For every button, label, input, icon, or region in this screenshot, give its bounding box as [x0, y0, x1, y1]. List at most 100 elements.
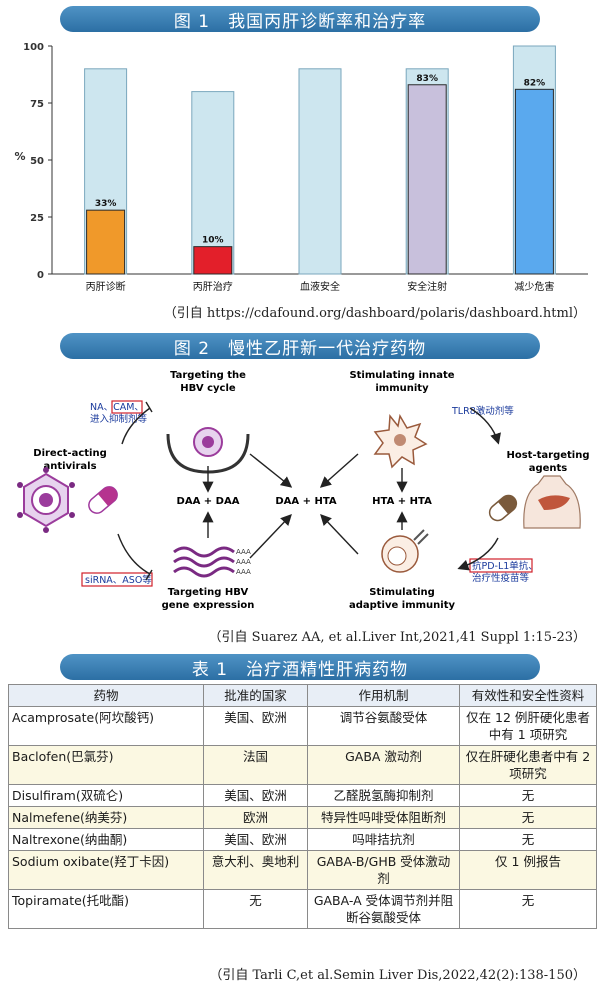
label-na-cam: NA、CAM、: [90, 402, 144, 413]
rna-waves-icon: [173, 546, 235, 578]
y-tick-label: 50: [30, 156, 44, 167]
cell-drug: Nalmefene(纳美芬): [8, 806, 204, 829]
svg-text:AAA: AAA: [236, 568, 251, 576]
figure2-banner: 图 2 慢性乙肝新一代治疗药物: [60, 333, 540, 359]
sirna-highlight: [81, 572, 153, 587]
actual-bar: [86, 209, 126, 275]
label-innate-1: Stimulating innate: [349, 370, 454, 381]
y-axis-label: %: [14, 150, 25, 163]
cell-evidence: 仅在 12 例肝硬化患者中有 1 项研究: [459, 706, 597, 746]
figure1-bar-chart: 0 25 50 75 100% 33% 丙肝诊断 10% 丙肝治疗 血液安全 83% 安全注射 82%…: [14, 42, 588, 293]
pill-icon: [88, 486, 118, 514]
liver-body-icon: [523, 475, 581, 529]
pill-icon-right: [488, 494, 518, 522]
cell-country: 美国、欧洲: [203, 828, 308, 851]
label-vaccine: 治疗性疫苗等: [472, 572, 530, 584]
target-bar: [298, 68, 342, 275]
label-targeting-expr-2: gene expression: [162, 600, 255, 611]
table-row: Acamprosate(阿坎酸钙) 美国、欧洲 调节谷氨酸受体 仅在 12 例肝…: [8, 706, 597, 746]
target-bar: [191, 91, 235, 275]
y-tick-label: 75: [30, 99, 44, 110]
label-direct-acting-1: Direct-acting: [33, 448, 106, 459]
header-drug: 药物: [8, 684, 204, 707]
drug-table: 药物 批准的国家 作用机制 有效性和安全性资料 Acamprosate(阿坎酸钙…: [8, 684, 597, 929]
table-row: Sodium oxibate(羟丁卡因) 意大利、奥地利 GABA-B/GHB …: [8, 850, 597, 890]
data-label: 33%: [95, 199, 117, 209]
category-label: 减少危害: [514, 280, 554, 293]
header-country: 批准的国家: [203, 684, 308, 707]
label-host-2: agents: [529, 463, 568, 474]
cell-evidence: 仅 1 例报告: [459, 850, 597, 890]
cell-country: 法国: [203, 745, 308, 785]
cell-mechanism: 调节谷氨酸受体: [307, 706, 460, 746]
table-row: Nalmefene(纳美芬) 欧洲 特异性吗啡受体阻断剂 无: [8, 806, 597, 829]
y-tick-label: 100: [23, 42, 44, 53]
cell-drug: Naltrexone(纳曲酮): [8, 828, 204, 851]
table1-banner: 表 1 治疗酒精性肝病药物: [60, 654, 540, 680]
cell-country: 欧洲: [203, 806, 308, 829]
actual-bar: [407, 84, 447, 275]
cam-highlight: [111, 400, 143, 414]
adaptive-cell-icon: [381, 529, 429, 573]
y-tick-label: 0: [37, 270, 44, 281]
label-host-1: Host-targeting: [506, 450, 589, 461]
label-daa: DAA + DAA: [177, 496, 240, 507]
category-label: 血液安全: [300, 280, 340, 293]
figure1-banner: 图 1 我国丙肝诊断率和治疗率: [60, 6, 540, 32]
cell-mechanism: 特异性吗啡受体阻断剂: [307, 806, 460, 829]
actual-bar: [193, 246, 233, 275]
label-targeting-cycle-2: HBV cycle: [180, 383, 236, 394]
cell-mechanism: GABA 激动剂: [307, 745, 460, 785]
data-label: 10%: [202, 236, 224, 246]
figure1-citation: （引自 https://cdafound.org/dashboard/polar…: [163, 306, 586, 321]
label-targeting-expr-1: Targeting HBV: [168, 587, 249, 598]
cell-mechanism: 吗啡拮抗剂: [307, 828, 460, 851]
table-row: Topiramate(托吡酯) 无 GABA-A 受体调节剂并阻断谷氨酸受体 无: [8, 889, 597, 929]
table-header-row: 药物 批准的国家 作用机制 有效性和安全性资料: [8, 684, 597, 707]
cell-evidence: 无: [459, 784, 597, 807]
label-sirna: siRNA、ASO等: [85, 574, 152, 586]
cell-country: 美国、欧洲: [203, 784, 308, 807]
cell-drug: Acamprosate(阿坎酸钙): [8, 706, 204, 746]
cell-evidence: 无: [459, 889, 597, 929]
table-row: Naltrexone(纳曲酮) 美国、欧洲 吗啡拮抗剂 无: [8, 828, 597, 851]
cell-drug: Baclofen(巴氯芬): [8, 745, 204, 785]
category-label: 丙肝诊断: [86, 280, 126, 293]
data-label: 83%: [416, 74, 438, 84]
cell-drug: Disulfiram(双硫仑): [8, 784, 204, 807]
category-label: 安全注射: [407, 280, 447, 293]
inhibit-bars: [145, 401, 153, 581]
figure2-citation: （引自 Suarez AA, et al.Liver Int,2021,41 S…: [208, 630, 586, 645]
label-pdl1: 抗PD-L1单抗、: [472, 560, 538, 572]
cell-mechanism: 乙醛脱氢酶抑制剂: [307, 784, 460, 807]
label-tlr: TLR8激动剂等: [451, 405, 514, 417]
cell-country: 美国、欧洲: [203, 706, 308, 746]
figure2-diagram: Targeting the HBV cycle NA、CAM、 进入抑制剂等 D…: [17, 370, 590, 611]
cell-evidence: 无: [459, 828, 597, 851]
cell-evidence: 仅在肝硬化患者中有 2 项研究: [459, 745, 597, 785]
label-adaptive-1: Stimulating: [369, 587, 435, 598]
svg-text:AAA: AAA: [236, 548, 251, 556]
cell-mechanism: GABA-B/GHB 受体激动剂: [307, 850, 460, 890]
cell-evidence: 无: [459, 806, 597, 829]
cell-mechanism: GABA-A 受体调节剂并阻断谷氨酸受体: [307, 889, 460, 929]
table-row: Disulfiram(双硫仑) 美国、欧洲 乙醛脱氢酶抑制剂 无: [8, 784, 597, 807]
cell-country: 无: [203, 889, 308, 929]
virus-icon: [17, 467, 75, 533]
label-innate-2: immunity: [375, 383, 429, 394]
label-direct-acting-2: antivirals: [43, 461, 96, 472]
label-adaptive-2: adaptive immunity: [349, 600, 456, 611]
hbv-cycle-icon: [166, 427, 250, 474]
svg-text:AAA: AAA: [236, 558, 251, 566]
label-entry-inhibitor: 进入抑制剂等: [90, 413, 148, 425]
cell-drug: Topiramate(托吡酯): [8, 889, 204, 929]
cell-drug: Sodium oxibate(羟丁卡因): [8, 850, 204, 890]
cell-country: 意大利、奥地利: [203, 850, 308, 890]
label-targeting-cycle-1: Targeting the: [170, 370, 246, 381]
label-daa-hta: DAA + HTA: [275, 496, 337, 507]
table-row: Baclofen(巴氯芬) 法国 GABA 激动剂 仅在肝硬化患者中有 2 项研…: [8, 745, 597, 785]
data-label: 82%: [524, 78, 546, 88]
category-label: 丙肝治疗: [193, 280, 233, 293]
y-tick-label: 25: [30, 213, 44, 224]
header-evidence: 有效性和安全性资料: [459, 684, 597, 707]
